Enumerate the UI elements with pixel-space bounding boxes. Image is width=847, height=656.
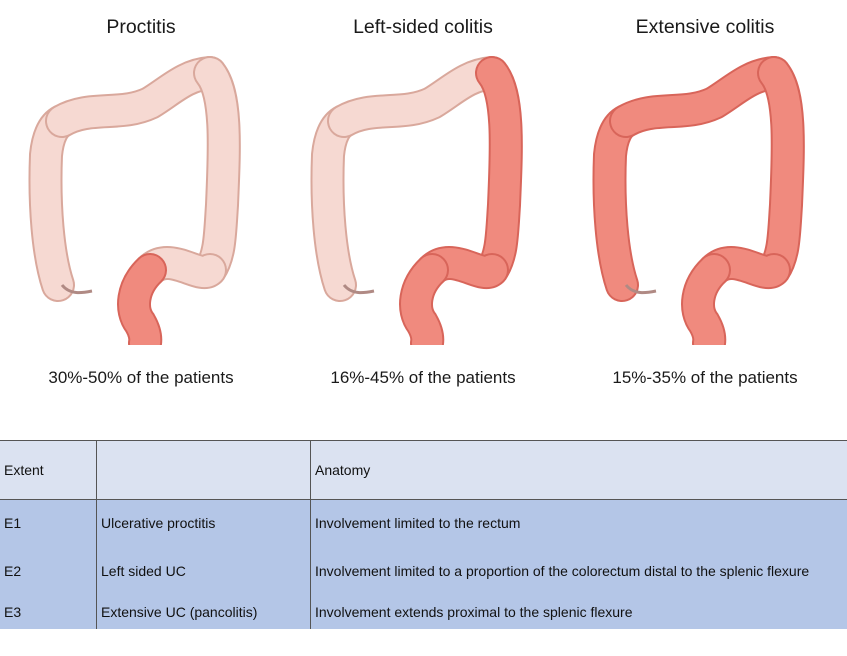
cell-extent-name: Extensive UC (pancolitis) — [97, 595, 311, 629]
ascending-colon — [610, 121, 627, 285]
panel-title: Extensive colitis — [564, 16, 846, 39]
colon-illustration-left-sided — [292, 55, 554, 345]
cell-extent-name: Ulcerative proctitis — [97, 500, 311, 548]
panel-caption: 30%-50% of the patients — [0, 368, 282, 388]
panel-caption: 16%-45% of the patients — [282, 368, 564, 388]
cell-extent-code: E3 — [0, 595, 97, 629]
ascending-colon — [46, 121, 63, 285]
descending-colon — [492, 73, 506, 270]
ascending-colon — [328, 121, 345, 285]
rectum — [416, 270, 432, 343]
table-row: E1 Ulcerative proctitis Involvement limi… — [0, 500, 847, 548]
cell-anatomy: Involvement limited to a proportion of t… — [311, 547, 847, 595]
cell-extent-code: E1 — [0, 500, 97, 548]
panel-caption: 15%-35% of the patients — [564, 368, 846, 388]
header-blank — [97, 441, 311, 500]
header-extent: Extent — [0, 441, 97, 500]
descending-colon — [774, 73, 788, 270]
rectum — [134, 270, 150, 343]
cell-anatomy: Involvement limited to the rectum — [311, 500, 847, 548]
colon-illustration-proctitis — [10, 55, 272, 345]
table-row: E2 Left sided UC Involvement limited to … — [0, 547, 847, 595]
cell-extent-code: E2 — [0, 547, 97, 595]
table-row: E3 Extensive UC (pancolitis) Involvement… — [0, 595, 847, 629]
panel-left-sided-colitis: Left-sided colitis 16%-45% of the patien… — [282, 0, 564, 400]
rectum — [698, 270, 714, 343]
panel-title: Left-sided colitis — [282, 16, 564, 39]
cell-anatomy: Involvement extends proximal to the sple… — [311, 595, 847, 629]
panel-extensive-colitis: Extensive colitis 15%-35% of the patient… — [564, 0, 846, 400]
panel-title: Proctitis — [0, 16, 282, 39]
table-header-row: Extent Anatomy — [0, 441, 847, 500]
panel-proctitis: Proctitis 30%-50% of the patients — [0, 0, 282, 400]
montreal-extent-table: Extent Anatomy E1 Ulcerative proctitis I… — [0, 440, 847, 629]
header-anatomy: Anatomy — [311, 441, 847, 500]
cell-extent-name: Left sided UC — [97, 547, 311, 595]
descending-colon — [210, 73, 224, 270]
colon-illustration-extensive — [574, 55, 836, 345]
